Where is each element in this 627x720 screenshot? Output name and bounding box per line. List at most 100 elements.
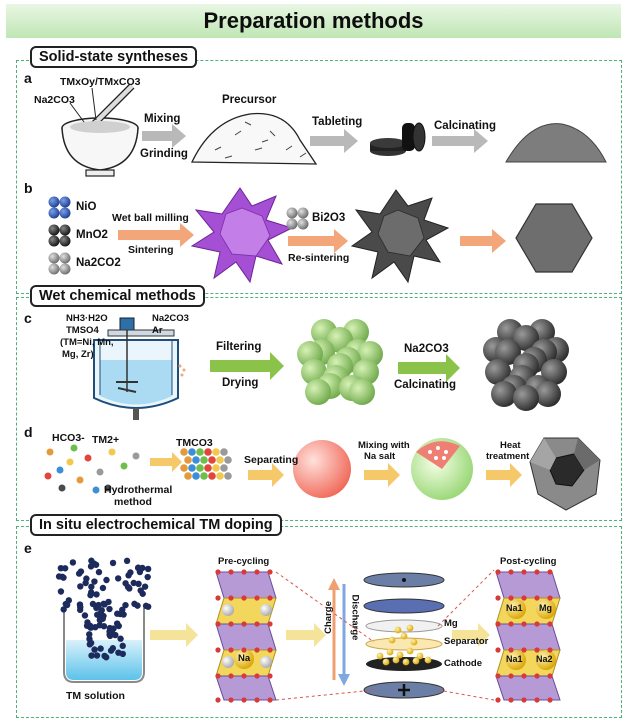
gold-particle bbox=[388, 636, 396, 644]
tm-dot bbox=[144, 565, 152, 573]
tm-dot bbox=[144, 603, 152, 610]
oxygen-dot bbox=[534, 595, 540, 601]
dark-sphere bbox=[495, 339, 521, 365]
tm-dot bbox=[103, 576, 110, 584]
label-tm-solution: TM solution bbox=[66, 690, 125, 702]
oxygen-dot bbox=[215, 569, 221, 575]
oxygen-dot bbox=[495, 647, 501, 653]
gold-particle bbox=[412, 657, 420, 665]
oxygen-dot bbox=[267, 621, 273, 627]
battery-cell-stack-icon bbox=[363, 572, 445, 699]
oxygen-dot bbox=[228, 569, 234, 575]
gold-particle bbox=[410, 638, 418, 646]
tmco3-dot bbox=[212, 448, 220, 456]
oxygen-dot bbox=[267, 647, 273, 653]
tm-dot bbox=[97, 645, 104, 652]
label-tmxoy: TMxOy/TMxCO3 bbox=[60, 76, 141, 88]
dark-sphere bbox=[541, 359, 567, 385]
tm-dot bbox=[77, 603, 84, 611]
label-tm2: TM2+ bbox=[92, 434, 120, 446]
arrow-separating bbox=[248, 463, 284, 487]
tmco3-dot bbox=[180, 464, 188, 472]
ion-dot bbox=[56, 466, 64, 474]
oxygen-dot bbox=[241, 569, 247, 575]
tmco3-dot bbox=[188, 464, 196, 472]
oxygen-dot bbox=[521, 647, 527, 653]
tm-dot bbox=[101, 652, 108, 660]
tm-dot bbox=[87, 589, 95, 596]
tm-dot bbox=[99, 584, 107, 592]
ion-dot bbox=[70, 444, 78, 452]
label-mixing: Mixing bbox=[144, 113, 181, 125]
dark-sphere-cluster-icon bbox=[483, 319, 569, 411]
arrow-re-sintering bbox=[288, 229, 348, 253]
beaker-icon bbox=[63, 608, 145, 683]
label-tmco3: TMCO3 bbox=[176, 437, 213, 449]
mno2-spheres-icon bbox=[48, 224, 71, 247]
oxygen-dot bbox=[521, 697, 527, 703]
oxygen-dot bbox=[241, 595, 247, 601]
oxygen-dot bbox=[521, 595, 527, 601]
green-sphere bbox=[305, 379, 331, 405]
tm-dots-icon bbox=[55, 557, 152, 661]
tm-dot bbox=[130, 579, 137, 587]
oxygen-atoms-post bbox=[495, 569, 553, 703]
core-shell-particle-icon bbox=[411, 438, 473, 500]
label-na2co2: Na2CO2 bbox=[76, 257, 121, 269]
ion-dot bbox=[46, 448, 54, 456]
oxygen-dot bbox=[547, 673, 553, 679]
label-na1-top: Na1 bbox=[506, 603, 523, 613]
label-tableting: Tableting bbox=[312, 116, 363, 128]
label-hydrothermal: Hydrothermal bbox=[104, 484, 173, 496]
label-grinding: Grinding bbox=[140, 148, 188, 160]
gold-particle bbox=[392, 656, 400, 664]
gold-particle bbox=[386, 648, 394, 656]
mortar-and-pestle-icon bbox=[61, 83, 139, 177]
gold-particle bbox=[416, 652, 424, 660]
oxygen-dot bbox=[495, 569, 501, 575]
tm-dot bbox=[88, 583, 95, 590]
ion-dot bbox=[120, 462, 128, 470]
tmco3-dot bbox=[220, 448, 228, 456]
label-calcinating-a: Calcinating bbox=[434, 120, 496, 132]
tmco3-particles-icon bbox=[180, 448, 232, 480]
label-tm-list1: (TM=Ni, Mn, bbox=[60, 337, 114, 348]
reactor-vessel-icon bbox=[93, 317, 186, 420]
tmco3-dot bbox=[220, 464, 228, 472]
gold-particle bbox=[406, 647, 414, 655]
ion-dot bbox=[76, 476, 84, 484]
tm-dot bbox=[109, 559, 117, 567]
ion-dot bbox=[58, 484, 66, 492]
label-treatment: treatment bbox=[486, 451, 530, 462]
tm-dot bbox=[89, 600, 97, 608]
tmco3-dot bbox=[208, 456, 216, 464]
pre-cycling-structure-icon bbox=[215, 571, 277, 701]
tm-dot bbox=[96, 622, 103, 629]
page-title: Preparation methods bbox=[203, 8, 424, 33]
oxygen-dot bbox=[508, 647, 514, 653]
label-method: method bbox=[114, 496, 152, 508]
tm-dot bbox=[117, 635, 124, 642]
label-re-sintering: Re-sintering bbox=[288, 252, 350, 264]
tm-dot bbox=[87, 639, 95, 647]
label-cathode: Cathode bbox=[444, 658, 482, 669]
gold-particle bbox=[394, 626, 402, 634]
arrow-hydrothermal bbox=[150, 452, 182, 472]
label-wet-ball-milling: Wet ball milling bbox=[112, 212, 189, 224]
tm-dot bbox=[112, 631, 119, 639]
connector-lines bbox=[275, 569, 495, 701]
oxygen-dot bbox=[254, 697, 260, 703]
label-na2co3-a: Na2CO3 bbox=[34, 94, 75, 106]
oxygen-dot bbox=[215, 595, 221, 601]
precursor-powder-icon bbox=[190, 112, 318, 165]
tm-dot bbox=[77, 583, 84, 590]
label-nh3: NH3·H2O bbox=[66, 313, 108, 324]
oxygen-dot bbox=[534, 621, 540, 627]
arrow-calcinating-c bbox=[398, 354, 460, 382]
gold-particles-icon bbox=[376, 624, 432, 666]
oxygen-dot bbox=[241, 697, 247, 703]
dark-spiky-particle-icon bbox=[350, 189, 450, 284]
oxygen-dot bbox=[495, 621, 501, 627]
tmco3-dot bbox=[196, 464, 204, 472]
